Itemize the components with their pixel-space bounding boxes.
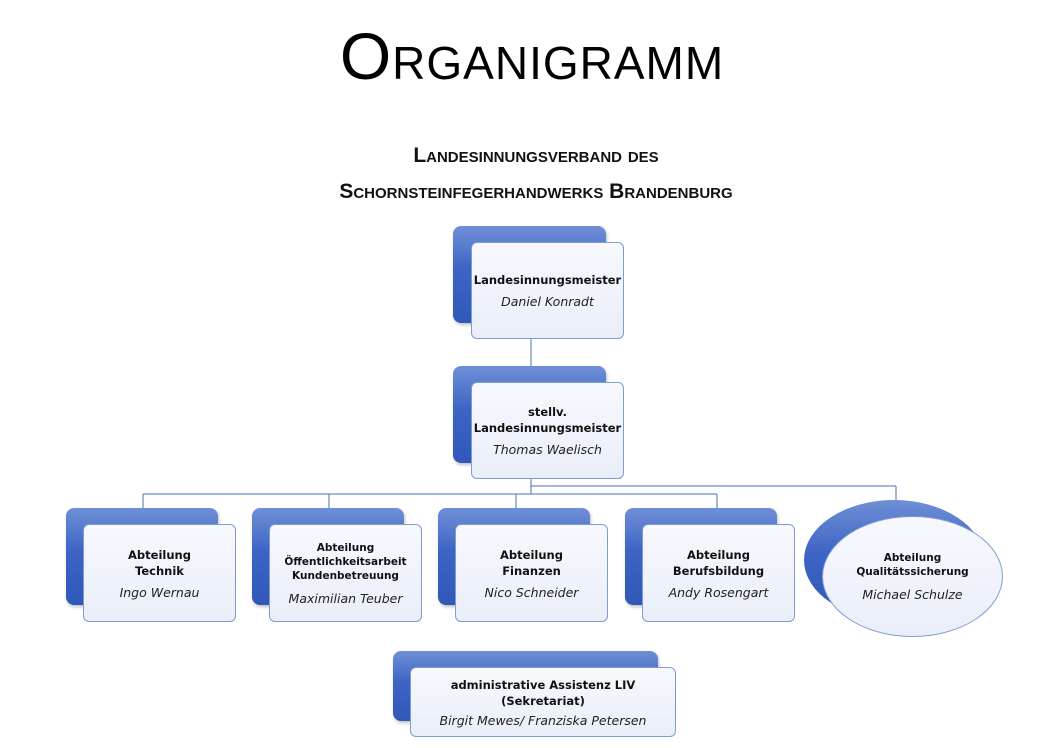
node-landesinnungsmeister[interactable]: Landesinnungsmeister Daniel Konradt <box>471 242 624 339</box>
node-role-line-2: Finanzen <box>502 563 561 578</box>
node-person-name: Ingo Wernau <box>119 584 200 600</box>
node-role-line-1: Abteilung <box>128 547 191 562</box>
node-role-line-2: Berufsbildung <box>672 563 765 578</box>
node-abteilung-berufsbildung[interactable]: Abteilung Berufsbildung Andy Rosengart <box>642 524 795 622</box>
page-title: Organigramm <box>339 19 725 93</box>
node-administrative-assistenz[interactable]: administrative Assistenz LIV (Sekretaria… <box>410 667 676 737</box>
node-role-line-3: Kundenbetreuung <box>292 569 399 582</box>
node-role-line-2: Öffentlichkeitsarbeit <box>284 555 407 568</box>
node-person-name: Nico Schneider <box>484 584 579 600</box>
node-abteilung-qualitaetssicherung[interactable]: Abteilung Qualitätssicherung Michael Sch… <box>822 516 1003 637</box>
node-abteilung-technik[interactable]: Abteilung Technik Ingo Wernau <box>83 524 236 622</box>
node-role-line-2: Technik <box>135 563 184 578</box>
node-abteilung-finanzen[interactable]: Abteilung Finanzen Nico Schneider <box>455 524 608 622</box>
node-role: Landesinnungsmeister <box>473 273 622 287</box>
node-person-name: Thomas Waelisch <box>493 442 602 457</box>
node-person-name: Daniel Konradt <box>501 294 594 309</box>
node-role-line-1: administrative Assistenz LIV <box>450 677 636 692</box>
node-abteilung-oeffentlichkeitsarbeit[interactable]: Abteilung Öffentlichkeitsarbeit Kundenbe… <box>269 524 422 622</box>
node-role-line-1: Abteilung <box>316 541 375 554</box>
node-role-line-1: Abteilung <box>883 552 942 564</box>
node-stellv-landesinnungsmeister[interactable]: stellv. Landesinnungsmeister Thomas Wael… <box>471 382 624 479</box>
node-role-line-1: stellv. <box>528 405 567 419</box>
organization-name-line-2: Schornsteinfegerhandwerks Brandenburg <box>339 180 733 203</box>
node-role-line-2: Landesinnungsmeister <box>473 421 622 435</box>
node-role-line-2: Qualitätssicherung <box>856 566 969 578</box>
node-person-name: Birgit Mewes/ Franziska Petersen <box>439 712 647 728</box>
node-role-line-1: Abteilung <box>500 547 563 562</box>
node-person-name: Maximilian Teuber <box>288 590 403 606</box>
organization-name-line-1: Landesinnungsverband des <box>413 144 659 167</box>
node-person-name: Andy Rosengart <box>668 584 769 600</box>
node-role-line-1: Abteilung <box>687 547 750 562</box>
node-person-name: Michael Schulze <box>862 587 963 602</box>
node-role-line-2: (Sekretariat) <box>501 693 585 708</box>
